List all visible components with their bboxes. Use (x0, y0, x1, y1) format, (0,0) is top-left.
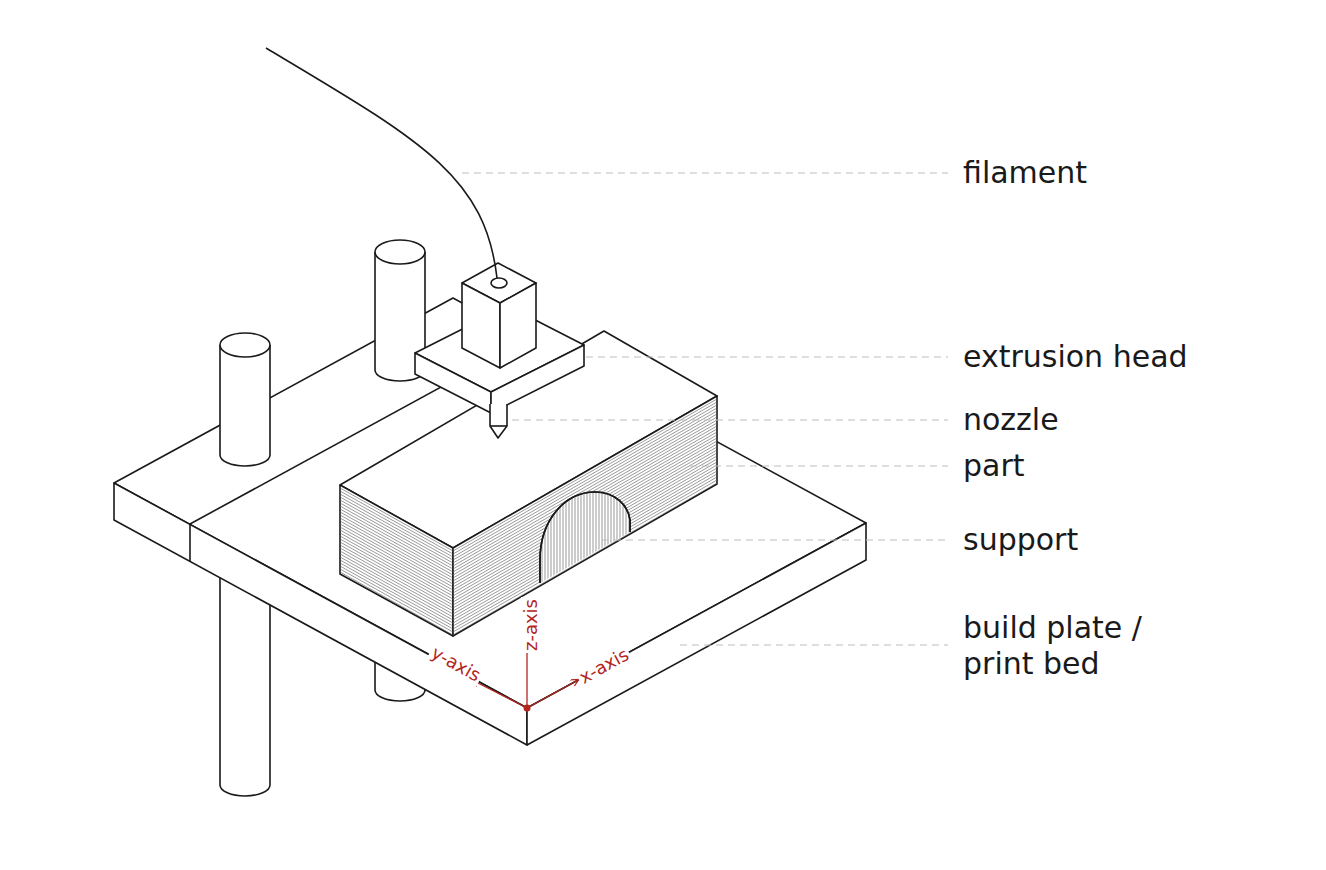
part-label: support (963, 522, 1078, 558)
hatch-stroke (453, 459, 717, 611)
hatch-stroke (599, 480, 600, 590)
hatch-stroke (560, 480, 561, 590)
hatch-stroke (548, 480, 549, 590)
hatch-stroke (340, 557, 453, 620)
hatch-stroke (340, 539, 453, 602)
hatch-stroke (340, 566, 453, 629)
hatch-stroke (626, 480, 627, 590)
hatch-stroke (340, 548, 453, 611)
hatch-stroke (340, 509, 453, 572)
hatch-stroke (453, 465, 717, 617)
hatch-stroke (554, 480, 555, 590)
hatch-stroke (340, 545, 453, 608)
hatch-stroke (557, 480, 558, 590)
hatch-stroke (569, 480, 570, 590)
hatch-stroke (551, 480, 552, 590)
hatch-stroke (340, 488, 453, 551)
hatch-stroke (572, 480, 573, 590)
hatch-stroke (340, 524, 453, 587)
hatch-stroke (340, 506, 453, 569)
hatch-stroke (593, 480, 594, 590)
hatch-stroke (340, 515, 453, 578)
hatch-stroke (340, 542, 453, 605)
hatch-stroke (453, 462, 717, 614)
hatch-stroke (453, 450, 717, 602)
hatch-stroke (453, 480, 717, 632)
hatch-stroke (453, 435, 717, 587)
part-label: part (963, 448, 1025, 484)
hatch-stroke (340, 512, 453, 575)
hatch-stroke (340, 554, 453, 617)
hatch-stroke (596, 480, 597, 590)
hatch-stroke (340, 530, 453, 593)
hatch-stroke (453, 438, 717, 590)
part-label: filament (963, 155, 1087, 191)
hatch-stroke (563, 480, 564, 590)
hatch-stroke (340, 560, 453, 623)
hatch-stroke (623, 480, 624, 590)
hatch-stroke (340, 518, 453, 581)
hatch-stroke (617, 480, 618, 590)
hatch-stroke (453, 453, 717, 605)
hatch-stroke (340, 521, 453, 584)
hatch-stroke (542, 480, 543, 590)
hatch-stroke (340, 497, 453, 560)
hatch-stroke (453, 477, 717, 629)
hatch-stroke (584, 480, 585, 590)
hatch-stroke (605, 480, 606, 590)
hatch-stroke (545, 480, 546, 590)
axis-label: z-axis (521, 597, 541, 653)
hatch-stroke (340, 500, 453, 563)
part-label: build plate / print bed (963, 610, 1168, 682)
hatch-stroke (453, 483, 717, 635)
hatch-stroke (340, 536, 453, 599)
hatch-stroke (340, 503, 453, 566)
hatch-stroke (611, 480, 612, 590)
hatch-stroke (340, 533, 453, 596)
part-label: extrusion head (963, 339, 1188, 375)
hatch-stroke (453, 474, 717, 626)
hatch-stroke (340, 494, 453, 557)
hatch-stroke (590, 480, 591, 590)
hatch-stroke (578, 480, 579, 590)
hatch-stroke (453, 444, 717, 596)
hatch-stroke (581, 480, 582, 590)
hatch-stroke (453, 468, 717, 620)
hatch-stroke (340, 569, 453, 632)
hatch-stroke (453, 456, 717, 608)
hatch-stroke (340, 575, 453, 638)
hatch-stroke (453, 447, 717, 599)
hatch-stroke (340, 572, 453, 635)
hatch-stroke (453, 471, 717, 623)
hatch-stroke (602, 480, 603, 590)
hatch-stroke (340, 563, 453, 626)
hatch-stroke (453, 441, 717, 593)
hatch-stroke (340, 527, 453, 590)
hatch-stroke (453, 432, 717, 584)
hatch-stroke (340, 551, 453, 614)
hatch-stroke (620, 480, 621, 590)
hatch-stroke (587, 480, 588, 590)
hatch-stroke (340, 491, 453, 554)
part-label: nozzle (963, 402, 1059, 438)
hatch-stroke (566, 480, 567, 590)
hatch-stroke (608, 480, 609, 590)
hatch-stroke (629, 480, 630, 590)
hatch-stroke (453, 486, 717, 638)
